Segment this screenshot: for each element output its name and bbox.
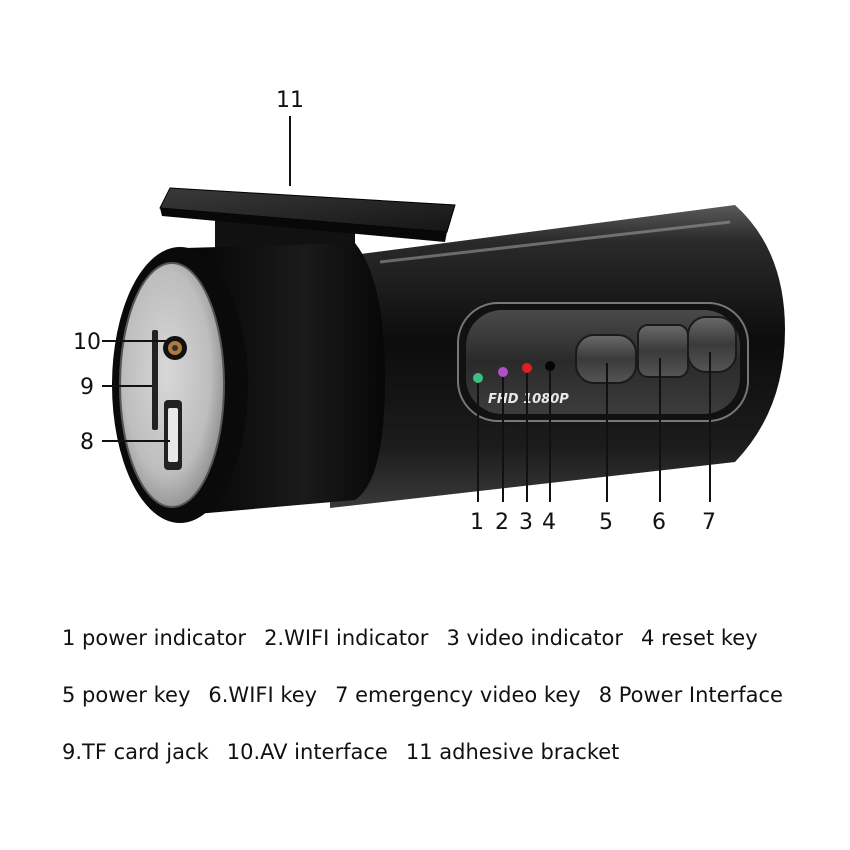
callout-4: 4 [542,510,556,535]
callout-8: 8 [80,430,94,455]
legend-item: 10.AV interface [226,740,388,764]
legend-item: 1 power indicator [62,626,247,650]
legend-row-3: 9.TF card jack 10.AV interface 11 adhesive… [62,740,619,764]
emergency-video-key[interactable] [687,316,737,373]
leader-lines [102,116,711,502]
power-interface [164,400,182,470]
callout-9: 9 [80,375,94,400]
callout-7: 7 [702,510,716,535]
legend-item: 7 emergency video key [335,683,581,707]
bracket-pad-edge [160,208,447,242]
callout-1: 1 [470,510,484,535]
wifi-indicator-led [498,367,508,377]
body-highlight [379,220,731,264]
legend-item: 8 Power Interface [598,683,783,707]
legend-item: 6.WIFI key [208,683,318,707]
reset-key[interactable] [545,361,555,371]
tf-card-jack [152,330,158,430]
power-indicator-led [473,373,483,383]
legend-row-1: 1 power indicator 2.WIFI indicator 3 video… [62,626,758,650]
callout-6: 6 [652,510,666,535]
legend-item: 2.WIFI indicator [264,626,429,650]
legend-item: 4 reset key [640,626,758,650]
av-interface [163,336,187,360]
adhesive-bracket [159,187,456,255]
legend-item: 5 power key [62,683,191,707]
callout-2: 2 [495,510,509,535]
callout-3: 3 [519,510,533,535]
callout-numbers: 11 10 9 8 1 2 3 4 5 6 7 [73,88,716,535]
legend-item: 11 adhesive bracket [405,740,620,764]
legend-item: 9.TF card jack [62,740,209,764]
video-indicator-led [522,363,532,373]
device-model-label: FHD 1080P [488,392,569,407]
legend-item: 3 video indicator [446,626,623,650]
legend-row-2: 5 power key 6.WIFI key 7 emergency video k… [62,683,783,707]
callout-10: 10 [73,330,101,355]
callout-5: 5 [599,510,613,535]
callout-11: 11 [276,88,304,113]
control-panel: FHD 1080P [457,302,749,422]
wifi-key[interactable] [637,324,689,378]
